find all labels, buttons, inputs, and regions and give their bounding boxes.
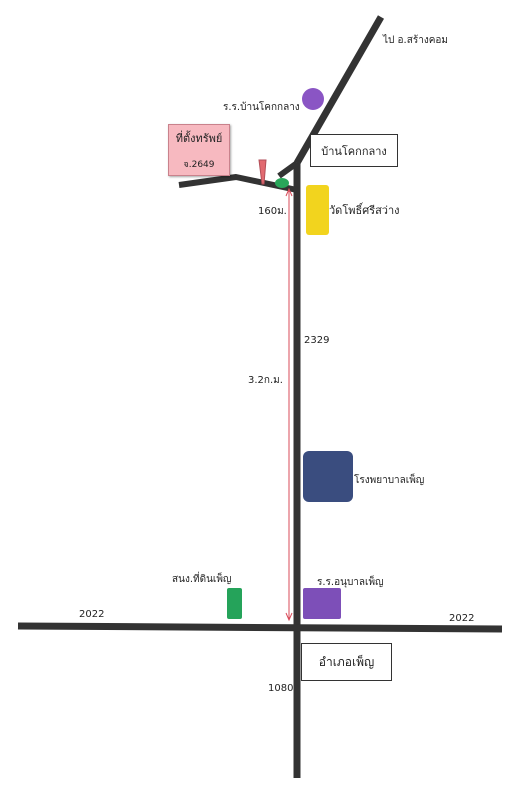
- label-road-2329: 2329: [304, 335, 330, 346]
- school-ban-khok-klang-marker: [302, 88, 324, 110]
- label-road-2022-right: 2022: [449, 613, 475, 624]
- label-hospital: โรงพยาบาลเพ็ญ: [354, 475, 425, 486]
- label-160m: 160ม.: [258, 206, 287, 217]
- distance-arrow-bottom: [285, 612, 293, 622]
- land-office-marker: [227, 588, 242, 619]
- property-title: ที่ตั้งทรัพย์: [175, 132, 223, 145]
- distance-arrow-top: [285, 187, 293, 197]
- property-id: จ.2649: [183, 160, 215, 170]
- road-2022: [17, 622, 503, 633]
- label-kindergarten: ร.ร.อนุบาลเพ็ญ: [317, 577, 384, 588]
- label-road-2022-left: 2022: [79, 609, 105, 620]
- label-school-ban-khok-klang: ร.ร.บ้านโคกกลาง: [223, 102, 300, 113]
- label-land-office: สนง.ที่ดินเพ็ญ: [172, 574, 232, 585]
- label-temple: วัดโพธิ์ศรีสว่าง: [329, 204, 400, 217]
- temple-marker: [306, 185, 329, 235]
- label-to-sang-khom: ไป อ.สร้างคอม: [383, 35, 448, 46]
- label-village-ban-khok-klang: บ้านโคกกลาง: [310, 134, 398, 167]
- label-distance-3-2km: 3.2ก.ม.: [248, 375, 283, 386]
- label-road-1080: 1080: [268, 683, 294, 694]
- property-pin: [258, 159, 267, 185]
- property-box: ที่ตั้งทรัพย์ จ.2649: [168, 124, 230, 176]
- hospital-marker: [303, 451, 353, 502]
- label-district: อำเภอเพ็ญ: [301, 643, 392, 681]
- green-marker: [275, 178, 289, 188]
- kindergarten-marker: [303, 588, 341, 619]
